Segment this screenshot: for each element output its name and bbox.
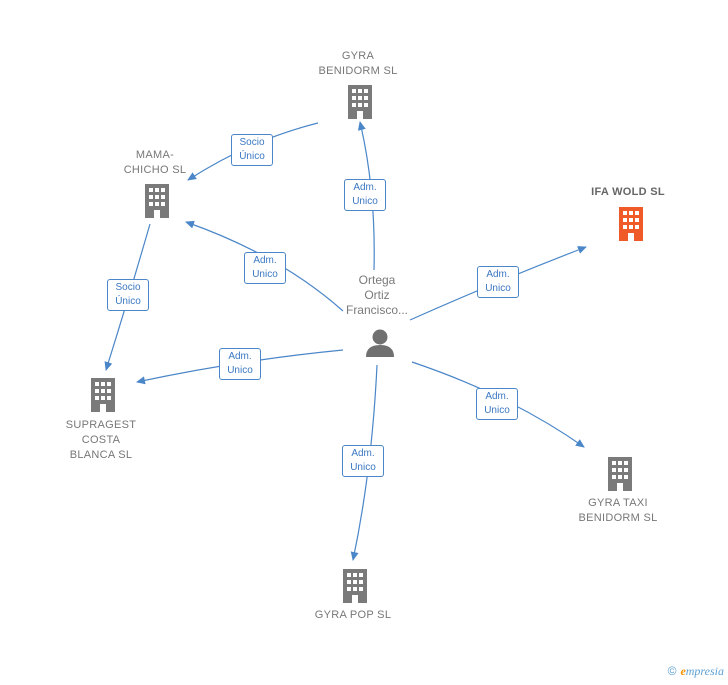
brand-logo-text: mpresia bbox=[685, 664, 724, 678]
copyright-symbol: © bbox=[667, 664, 677, 678]
company-label-gyra-taxi[interactable]: GYRA TAXI BENIDORM SL bbox=[578, 497, 658, 524]
brand-footer: ©empresia bbox=[668, 664, 724, 679]
company-label-supragest[interactable]: SUPRAGEST COSTA BLANCA SL bbox=[65, 419, 137, 461]
edge-label-socio-unico[interactable]: Socio Único bbox=[107, 279, 149, 311]
company-label-gyra-benidorm[interactable]: GYRA BENIDORM SL bbox=[318, 50, 398, 77]
building-icon[interactable] bbox=[345, 84, 375, 120]
person-name-label[interactable]: Ortega Ortiz Francisco... bbox=[345, 273, 408, 317]
edge-label-adm-unico[interactable]: Adm. Unico bbox=[344, 179, 386, 211]
edge-label-adm-unico[interactable]: Adm. Unico bbox=[219, 348, 261, 380]
building-icon[interactable] bbox=[340, 568, 370, 604]
edge-label-socio-unico[interactable]: Socio Único bbox=[231, 134, 273, 166]
building-icon[interactable] bbox=[88, 377, 118, 413]
building-icon[interactable] bbox=[605, 456, 635, 492]
edge-label-adm-unico[interactable]: Adm. Unico bbox=[476, 388, 518, 420]
company-label-gyra-pop[interactable]: GYRA POP SL bbox=[314, 609, 392, 621]
brand-logo-initial: e bbox=[680, 664, 686, 678]
company-label-ifa-wold[interactable]: IFA WOLD SL bbox=[591, 186, 665, 198]
edge-label-adm-unico[interactable]: Adm. Unico bbox=[244, 252, 286, 284]
edge-label-adm-unico[interactable]: Adm. Unico bbox=[477, 266, 519, 298]
company-label-mama-chicho[interactable]: MAMA- CHICHO SL bbox=[123, 149, 187, 176]
building-icon-highlight[interactable] bbox=[616, 206, 646, 242]
building-icon[interactable] bbox=[142, 183, 172, 219]
person-icon[interactable] bbox=[364, 328, 396, 358]
edge-label-adm-unico[interactable]: Adm. Unico bbox=[342, 445, 384, 477]
